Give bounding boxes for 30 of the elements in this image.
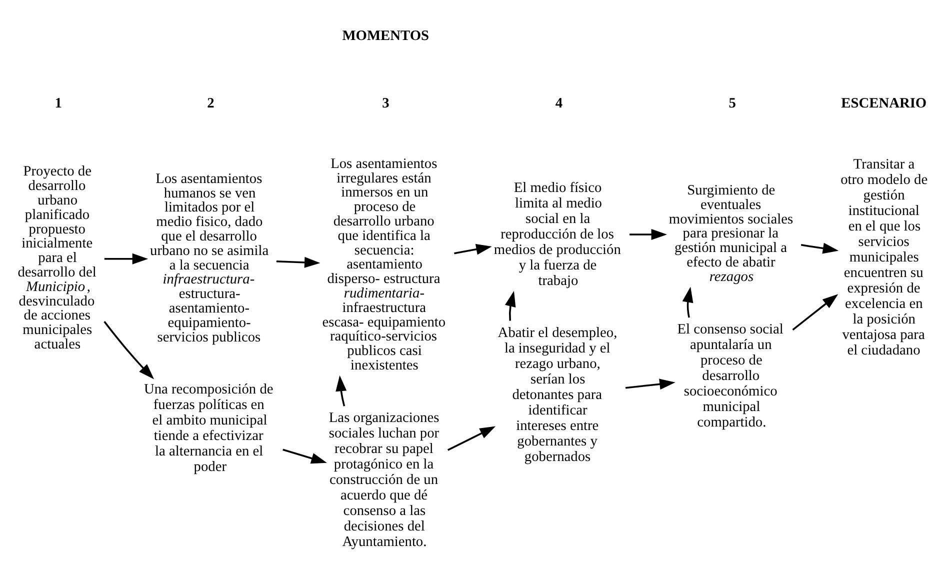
arrow	[104, 252, 148, 264]
node-text: Transitar a otro modelo de gestión institucional en el que los servicios municipales encuentren su expresión de excelencia en la posición ventajosa para el ciudadano	[840, 156, 928, 358]
arrow	[504, 290, 516, 320]
node-text: El medio físico limita al medio social en la reproducción de los medios de producción y la fuerza de trabajo	[494, 179, 621, 288]
arrow	[447, 426, 496, 450]
arrow	[800, 242, 839, 254]
arrow	[792, 294, 838, 330]
node-text: Abatir el desempleo, la inseguridad y el rezago urbano, serían los detonantes para identificar intereses entre gobernantes y gobernados	[498, 324, 618, 464]
label: MOMENTOS	[342, 28, 430, 44]
label: 5	[728, 95, 736, 112]
node-text: Los asentamientos humanos se ven limitados por el medio fisico, dado que el desarrollo urbano no se asimila a la secuencia infraestructura- estructura- asentamiento- equipamiento- servicios publicos	[150, 170, 269, 345]
arrow	[336, 374, 347, 406]
label: ESCENARIO	[841, 95, 927, 112]
label: 4	[555, 95, 563, 112]
node-text: El consenso social apuntalaría un proceso de desarrollo socioeconómico municipal compartido.	[677, 321, 784, 430]
label: 3	[382, 95, 390, 112]
node-text: Los asentamientos irregulares están inmersos en un proceso de desarrollo urbano que identifica la secuencia: asentamiento disperso- estructura rudimentaria- infraestructura escasa- equipamiento raquítico-servicios publicos casi inexistentes	[322, 155, 446, 374]
node-text: Una recomposición de fuerzas políticas en el ambito municipal tiende a efectivizar la alternancia en el poder	[144, 380, 274, 474]
arrow	[630, 228, 668, 240]
arrow	[682, 286, 694, 318]
label: 1	[54, 95, 62, 112]
node-text: Proyecto de desarrollo urbano planificado propuesto inicialmente para el desarrollo del Municipio, desvinculado de acciones municipales actuales	[18, 163, 96, 352]
label: 2	[207, 95, 214, 112]
arrow	[454, 243, 492, 254]
arrow	[282, 448, 327, 464]
node-text: Surgimiento de eventuales movimientos sociales para presionar la gestión municipal a efecto de abatir rezagos	[668, 182, 794, 284]
arrow	[625, 378, 676, 390]
arrow	[276, 256, 320, 268]
node-text: Las organizaciones sociales luchan por recobrar su papel protagónico en la construcción de un acuerdo que dé consenso a las decisiones del Ayuntamiento.	[328, 410, 440, 550]
arrow	[104, 320, 154, 379]
